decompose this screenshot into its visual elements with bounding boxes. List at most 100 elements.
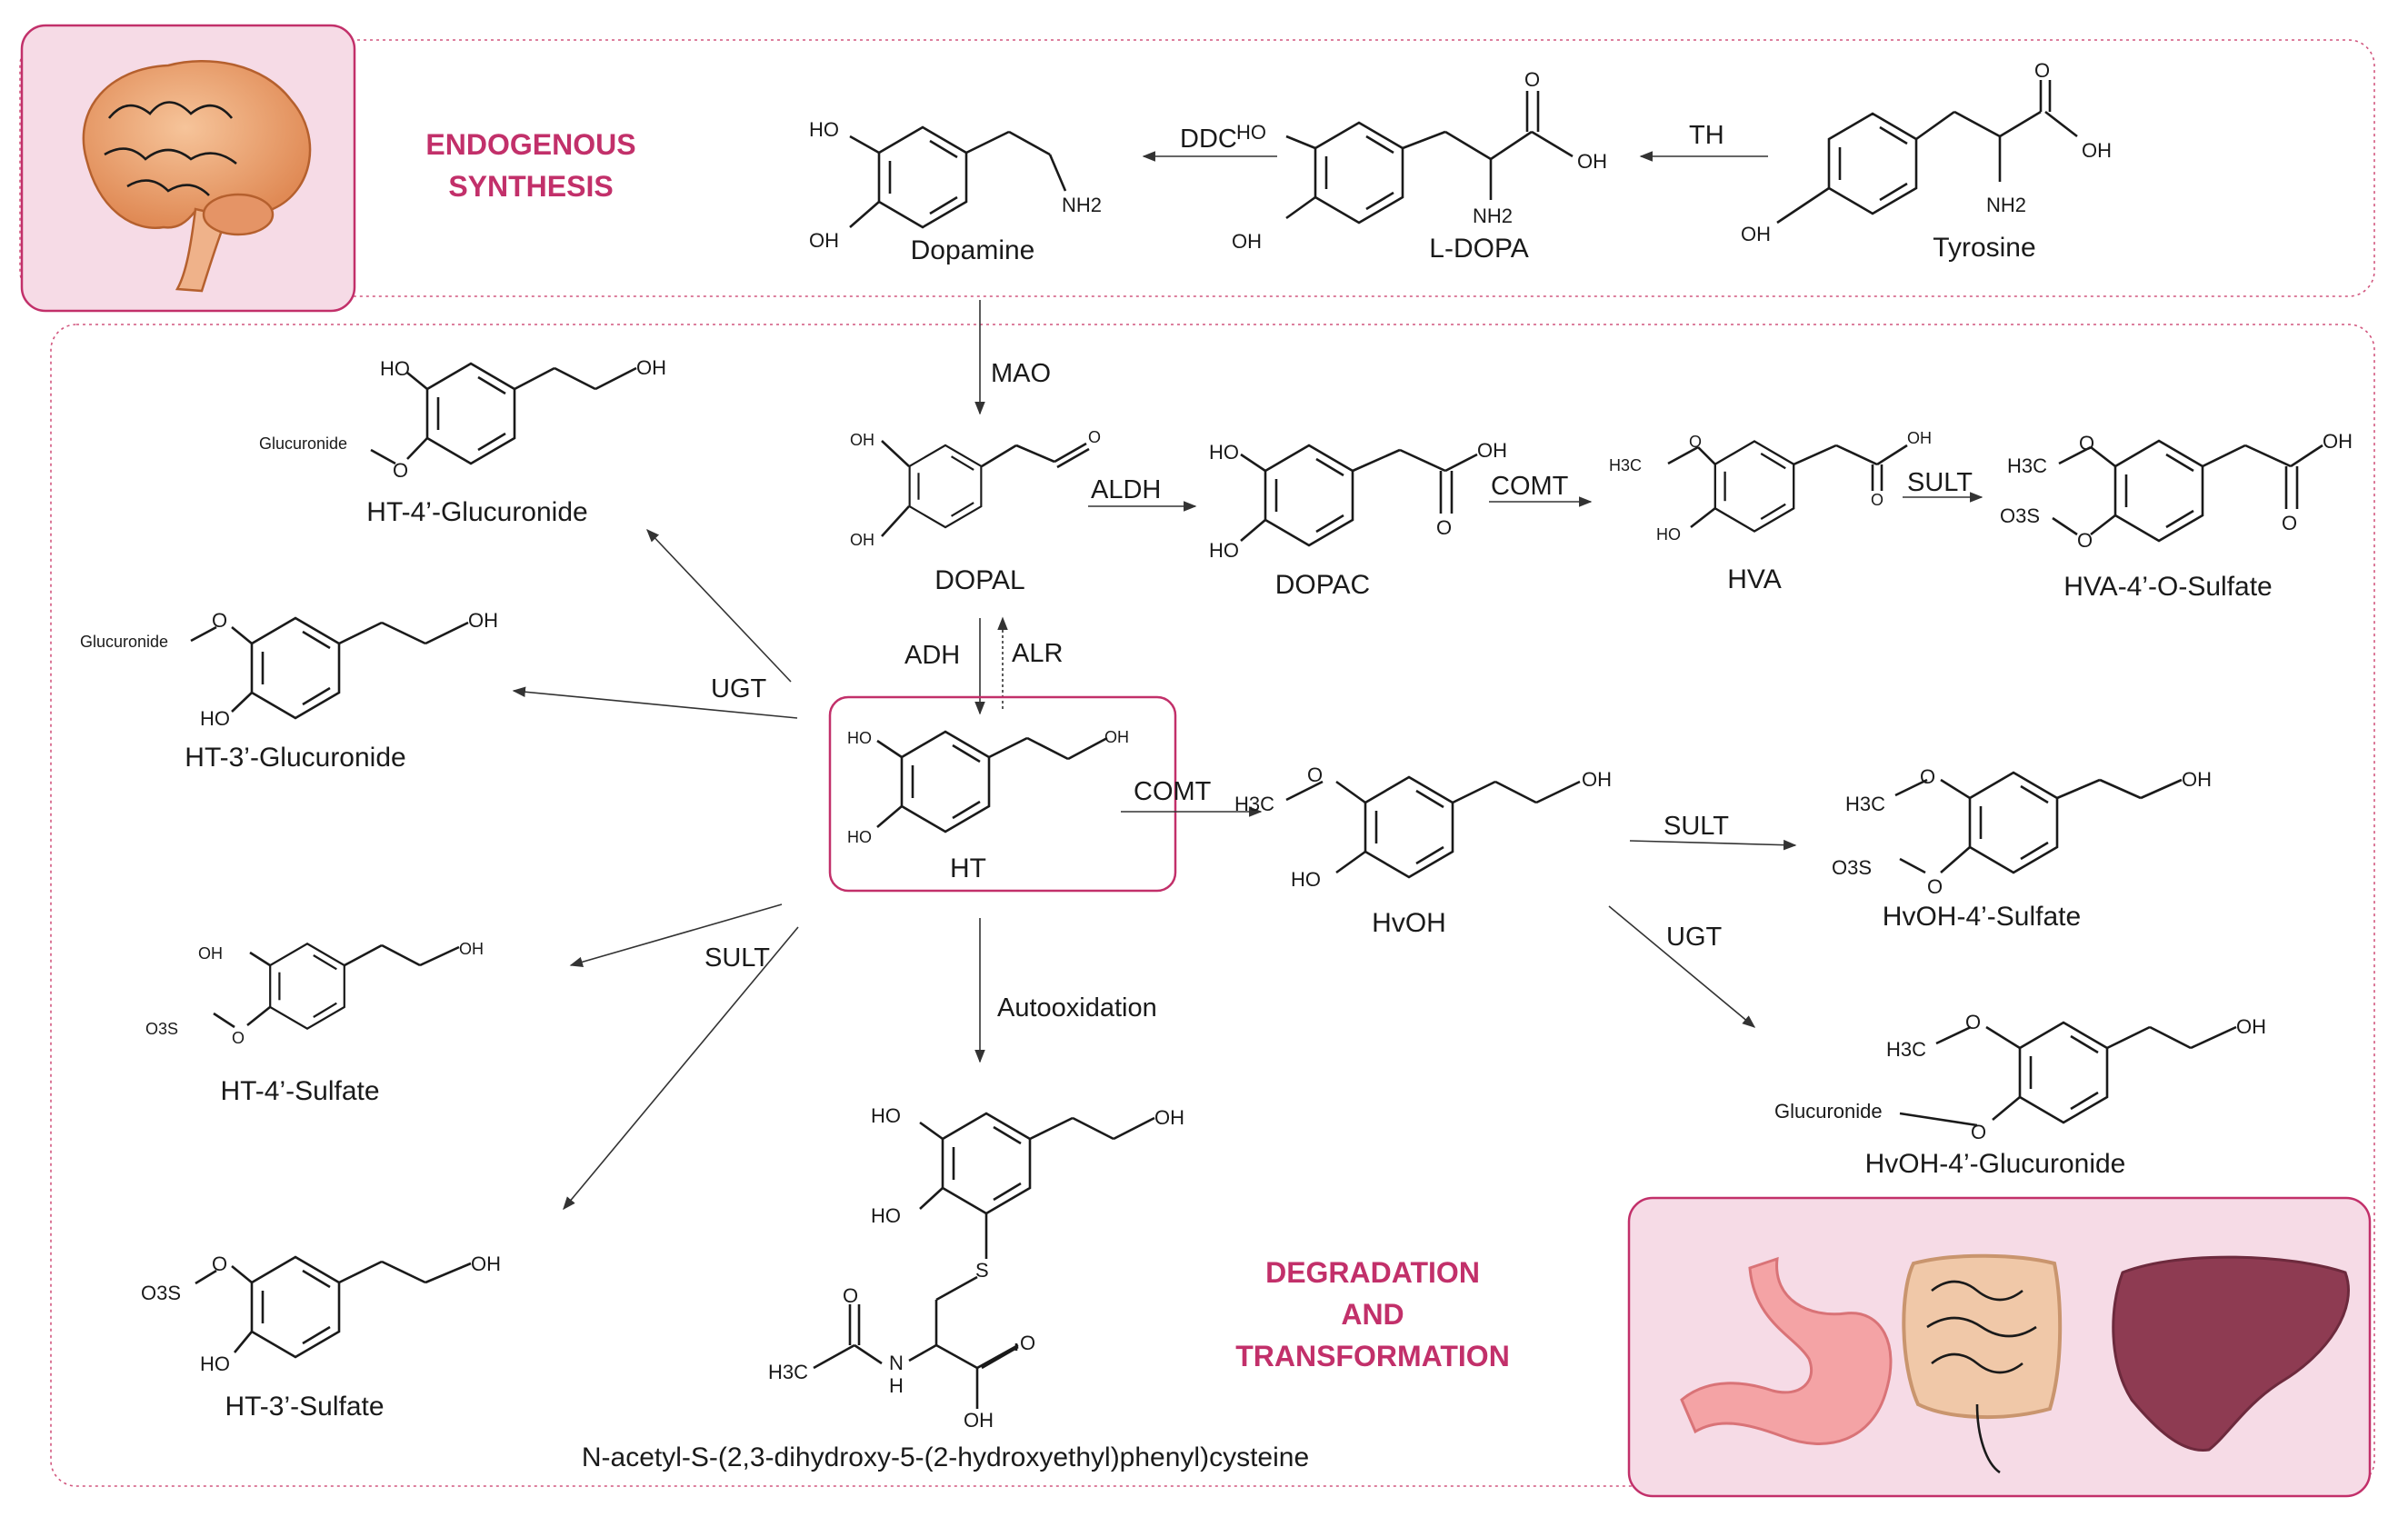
hvoh-sulfate-structure: O H3C OH O O3S HvOH-4’-Sulfate xyxy=(1832,765,2212,932)
atom-oh: OH xyxy=(1577,150,1607,173)
brain-icon xyxy=(82,60,312,293)
hva-sulfate-label: HVA-4’-O-Sulfate xyxy=(2063,572,2273,602)
arrow-sult-ht4 xyxy=(569,903,783,967)
atom-oh: OH xyxy=(2082,139,2112,162)
atom-o: O xyxy=(1524,68,1540,91)
ht3-sulfate-label: HT-3’-Sulfate xyxy=(225,1392,384,1422)
atom-h3c: H3C xyxy=(1845,793,1885,815)
atom-o: O xyxy=(2077,529,2093,552)
atom-ho: HO xyxy=(1209,539,1239,562)
atom-ho: HO xyxy=(200,707,230,730)
arrow-ugt-ht4 xyxy=(646,528,792,683)
atom-h3c: H3C xyxy=(1609,456,1642,474)
dopal-structure: O OH OH DOPAL xyxy=(850,428,1101,595)
hvoh-structure: O H3C OH HO HvOH xyxy=(1234,763,1612,938)
atom-oh: OH xyxy=(1154,1106,1184,1129)
dopamine-structure: NH2 HO OH Dopamine xyxy=(809,118,1102,265)
atom-glucuronide: Glucuronide xyxy=(259,434,347,453)
atom-o: O xyxy=(1307,763,1323,786)
atom-h3c: H3C xyxy=(1234,793,1274,815)
enzyme-ugt-2: UGT xyxy=(1666,923,1723,952)
atom-o3s: O3S xyxy=(1832,856,1872,879)
degradation-title: DEGRADATION xyxy=(1265,1256,1480,1289)
atom-ho: HO xyxy=(200,1352,230,1375)
atom-ho: HO xyxy=(871,1104,901,1127)
enzyme-sult-2: SULT xyxy=(1664,812,1729,841)
ht3-glucuronide-structure: OH O Glucuronide HO HT-3’-Glucuronide xyxy=(80,609,498,773)
enzyme-adh: ADH xyxy=(904,641,960,670)
atom-o: O xyxy=(1871,491,1883,509)
atom-oh: OH xyxy=(850,431,874,449)
atom-oh: OH xyxy=(471,1253,501,1275)
dopac-label: DOPAC xyxy=(1275,570,1370,600)
enzyme-autooxidation: Autooxidation xyxy=(997,993,1157,1023)
hvoh-glucuronide-label: HvOH-4’-Glucuronide xyxy=(1865,1149,2126,1179)
atom-oh: OH xyxy=(1741,223,1771,245)
atom-oh: OH xyxy=(964,1409,994,1432)
arrow-sult-2 xyxy=(1629,839,1797,851)
atom-h3c: H3C xyxy=(768,1361,808,1383)
atom-o3s: O3S xyxy=(145,1020,178,1038)
atom-o: O xyxy=(1927,875,1943,898)
atom-glucuronide: Glucuronide xyxy=(1774,1100,1883,1123)
ht-label: HT xyxy=(950,853,986,883)
atom-oh: OH xyxy=(2236,1015,2266,1038)
hva-structure: O H3C O OH HO HVA xyxy=(1609,429,1932,594)
enzyme-aldh: ALDH xyxy=(1091,475,1161,504)
atom-glucuronide: Glucuronide xyxy=(80,633,168,651)
atom-oh: OH xyxy=(198,944,223,963)
atom-h3c: H3C xyxy=(1886,1038,1926,1061)
atom-ho: HO xyxy=(1656,525,1681,544)
enzyme-mao: MAO xyxy=(991,359,1051,388)
atom-nh2: NH2 xyxy=(1986,194,2026,216)
enzyme-comt-1: COMT xyxy=(1491,472,1569,501)
stomach-icon xyxy=(1680,1256,1893,1445)
ldopa-label: L-DOPA xyxy=(1429,234,1528,264)
atom-ho: HO xyxy=(847,828,872,846)
atom-oh: OH xyxy=(1907,429,1932,447)
dopal-label: DOPAL xyxy=(934,565,1024,595)
atom-oh: OH xyxy=(850,531,874,549)
ht4-glucuronide-label: HT-4’-Glucuronide xyxy=(366,497,587,527)
atom-s: S xyxy=(975,1259,989,1282)
atom-o: O xyxy=(1965,1011,1981,1033)
ht4-sulfate-structure: OH OH O O3S HT-4’-Sulfate xyxy=(145,940,484,1106)
atom-ho: HO xyxy=(380,357,410,380)
ht4-glucuronide-structure: OH HO O Glucuronide HT-4’-Glucuronide xyxy=(259,356,666,527)
organs-panel xyxy=(1627,1196,2372,1498)
ht3-sulfate-structure: OH O O3S HO HT-3’-Sulfate xyxy=(141,1253,501,1422)
atom-o: O xyxy=(1436,516,1452,539)
hva-sulfate-structure: O H3C O OH O O3S HVA-4’-O-Sulfate xyxy=(2000,430,2353,602)
enzyme-sult-1: SULT xyxy=(1907,468,1973,497)
atom-o: O xyxy=(1920,765,1935,788)
atom-ho: HO xyxy=(1291,868,1321,891)
synthesis-border xyxy=(19,39,2375,297)
atom-o: O xyxy=(1088,428,1101,446)
atom-oh: OH xyxy=(468,609,498,632)
atom-o: O xyxy=(1689,433,1702,451)
atom-o: O xyxy=(1020,1332,1035,1354)
arrow-ugt-2 xyxy=(1608,905,1756,1028)
hvoh-label: HvOH xyxy=(1372,908,1446,938)
ldopa-structure: O OH NH2 HO OH L-DOPA xyxy=(1232,68,1607,264)
enzyme-comt-2: COMT xyxy=(1134,777,1212,806)
atom-ho: HO xyxy=(871,1204,901,1227)
atom-o: O xyxy=(393,459,408,482)
atom-o: O xyxy=(212,609,227,632)
atom-ho: HO xyxy=(847,729,872,747)
atom-oh: OH xyxy=(636,356,666,379)
ht3-glucuronide-label: HT-3’-Glucuronide xyxy=(185,743,405,773)
liver-icon xyxy=(2112,1255,2350,1452)
atom-h: H xyxy=(889,1374,904,1397)
atom-o3s: O3S xyxy=(2000,504,2040,527)
degradation-title-2: AND xyxy=(1341,1298,1404,1331)
atom-o: O xyxy=(212,1253,227,1275)
brain-panel: ENDOGENOUS SYNTHESIS xyxy=(20,24,636,313)
atom-o3s: O3S xyxy=(141,1282,181,1304)
atom-oh: OH xyxy=(1477,439,1507,462)
intestine-icon xyxy=(1902,1253,2063,1474)
atom-oh: OH xyxy=(1232,230,1262,253)
enzyme-th: TH xyxy=(1689,121,1724,150)
atom-o: O xyxy=(2282,512,2297,534)
